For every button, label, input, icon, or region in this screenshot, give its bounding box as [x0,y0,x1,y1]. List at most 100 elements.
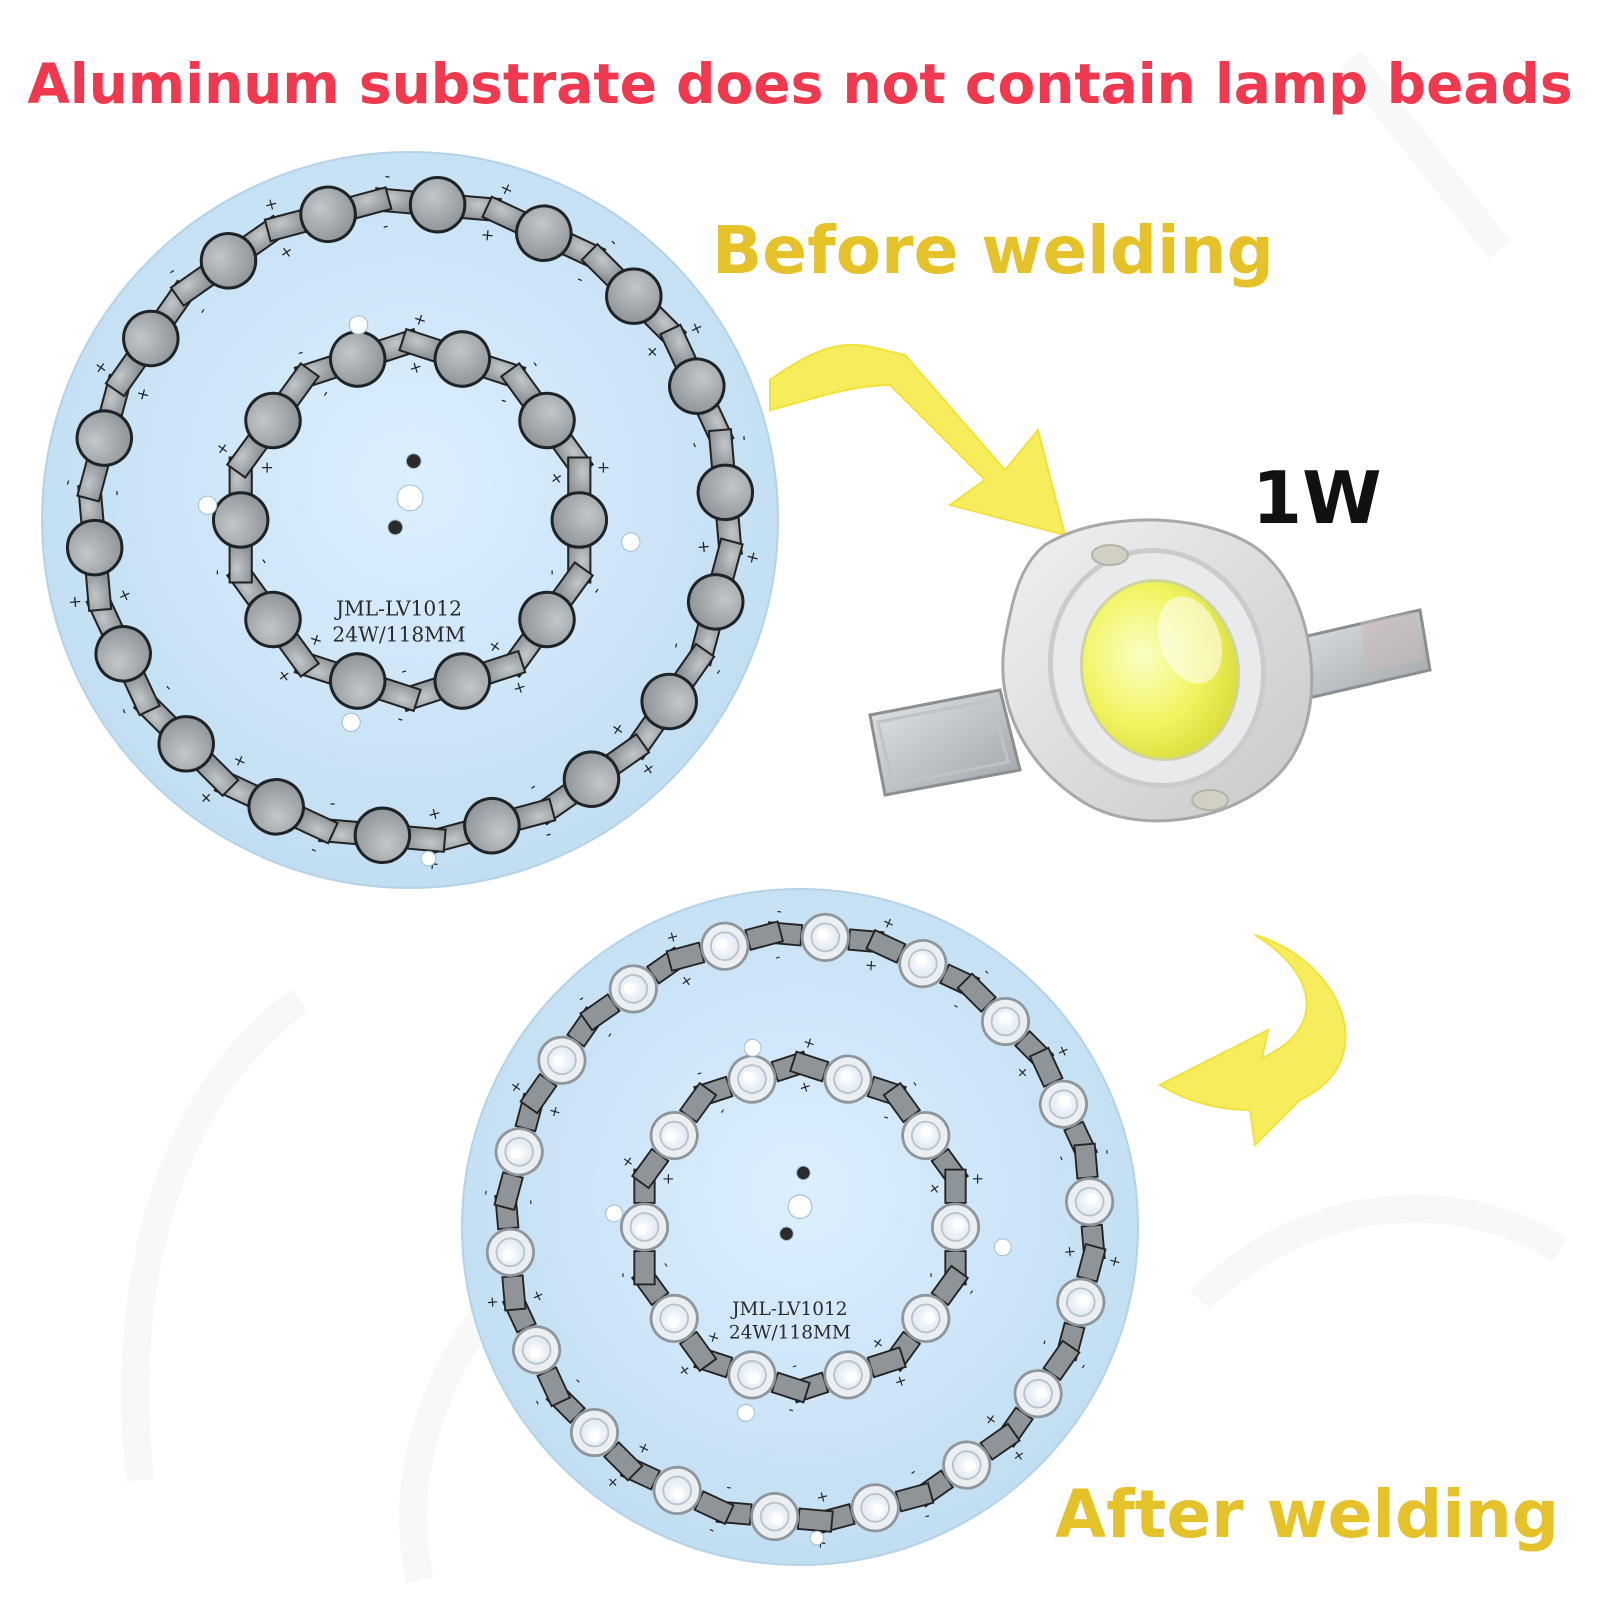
led-bead: +- [715,1480,834,1552]
polarity-mark: - [544,570,563,575]
polarity-mark: - [614,1273,631,1278]
led-bead: +- [906,1422,1029,1508]
polarity-mark: + [1105,1253,1125,1269]
mounting-hole [197,495,218,515]
led-bead: +- [1028,1042,1099,1164]
mounting-hole [405,453,422,469]
led-pad: +- [544,456,613,584]
led-pad: +- [262,185,393,244]
mounting-hole [621,532,641,552]
polarity-mark: - [1099,1149,1116,1155]
polarity-mark: + [306,629,325,651]
aluminum-substrate-disc [461,888,1139,1566]
led-bead: -+ [814,1481,935,1534]
polarity-mark: + [65,594,85,609]
polarity-mark: - [790,1358,800,1376]
led-bead-closeup [868,518,1432,823]
led-pad: -+ [293,629,422,731]
polarity-mark: - [726,1480,732,1497]
polarity-mark: + [257,461,276,475]
mounting-hole [993,1238,1012,1257]
polarity-mark: - [923,1508,932,1526]
polarity-mark: + [705,1327,722,1347]
polarity-mark: + [510,677,529,699]
board-model-text: JML-LV1012 [730,1299,847,1320]
polarity-mark: - [528,1397,546,1409]
polarity-mark: + [480,225,495,245]
polarity-mark: - [522,1199,539,1205]
polarity-mark: - [950,997,962,1015]
polarity-mark: - [786,1402,796,1420]
led-bead: -+ [1061,1142,1116,1261]
led-pad: -+ [484,561,607,678]
mounting-hole [809,1530,825,1546]
polarity-mark: + [969,1173,986,1185]
polarity-mark: - [736,434,755,441]
led-pad: +- [398,649,529,713]
polarity-mark: - [57,477,77,487]
mounting-hole [736,1403,755,1422]
polarity-mark: - [881,1108,891,1126]
polarity-mark: - [380,216,390,236]
led-pad: +- [667,537,764,667]
board-spec-text: 24W/118MM [332,622,465,646]
led-pad: -+ [164,214,297,308]
led-bead: +- [630,1258,718,1380]
mounting-hole [420,850,437,867]
led-pad: -+ [694,428,755,557]
curved-arrow-icon [1157,934,1347,1148]
board-spec-text: 24W/118MM [729,1323,851,1344]
polarity-mark: - [399,663,410,683]
polarity-mark: + [411,308,430,330]
led-pad: -+ [373,166,502,245]
polarity-mark: + [484,1295,502,1309]
mounting-hole [605,1204,624,1223]
polarity-mark: - [106,490,125,497]
polarity-mark: - [499,390,510,410]
mounting-hole [387,519,404,536]
polarity-mark: - [544,826,554,846]
polarity-mark: - [295,342,306,362]
polarity-mark: + [426,803,444,825]
polarity-mark: + [664,928,680,948]
polarity-mark: + [545,1103,565,1119]
polarity-mark: - [394,711,405,731]
curved-arrow-icon [769,343,1067,537]
polarity-mark: + [594,461,613,475]
polarity-mark: + [1061,1245,1079,1259]
led-bead: +- [1036,1242,1125,1362]
polarity-mark: - [477,1188,495,1197]
polarity-mark: - [384,166,391,185]
mounting-hole [743,1038,762,1057]
polarity-mark: - [776,903,782,920]
polarity-mark: + [694,539,714,554]
mounting-hole [348,315,369,335]
led-bead: -+ [477,1092,565,1212]
before-welding-label: Before welding [712,212,1274,289]
after-welding-label: After welding [1055,1476,1560,1553]
polarity-mark: + [864,957,878,975]
polarity-mark: + [892,1371,909,1391]
polarity-mark: + [406,356,425,378]
led-bead: +- [789,1033,907,1126]
led-pad: +- [318,795,447,874]
mounting-hole [796,1165,811,1181]
polarity-mark: + [132,385,154,403]
aluminum-substrate-disc [41,151,779,889]
led-bead: +- [664,920,785,973]
polarity-mark: - [706,1522,718,1540]
board-after-welding: -++--++--++--++--++--++--++--++--++--++-… [461,888,1139,1566]
board-before-welding: -++--++--++--++--++--++--++--++--++--++-… [41,151,779,889]
polarity-mark: - [1053,1152,1071,1164]
headline: Aluminum substrate does not contain lamp… [27,52,1573,116]
polarity-mark: - [773,948,782,966]
led-bead: -+ [956,964,1055,1083]
polarity-mark: + [262,193,280,215]
polarity-mark: - [1036,1338,1054,1347]
polarity-mark: - [923,1273,940,1278]
mounting-hole [787,1194,813,1220]
polarity-mark: + [742,549,764,567]
polarity-mark: - [329,795,336,814]
